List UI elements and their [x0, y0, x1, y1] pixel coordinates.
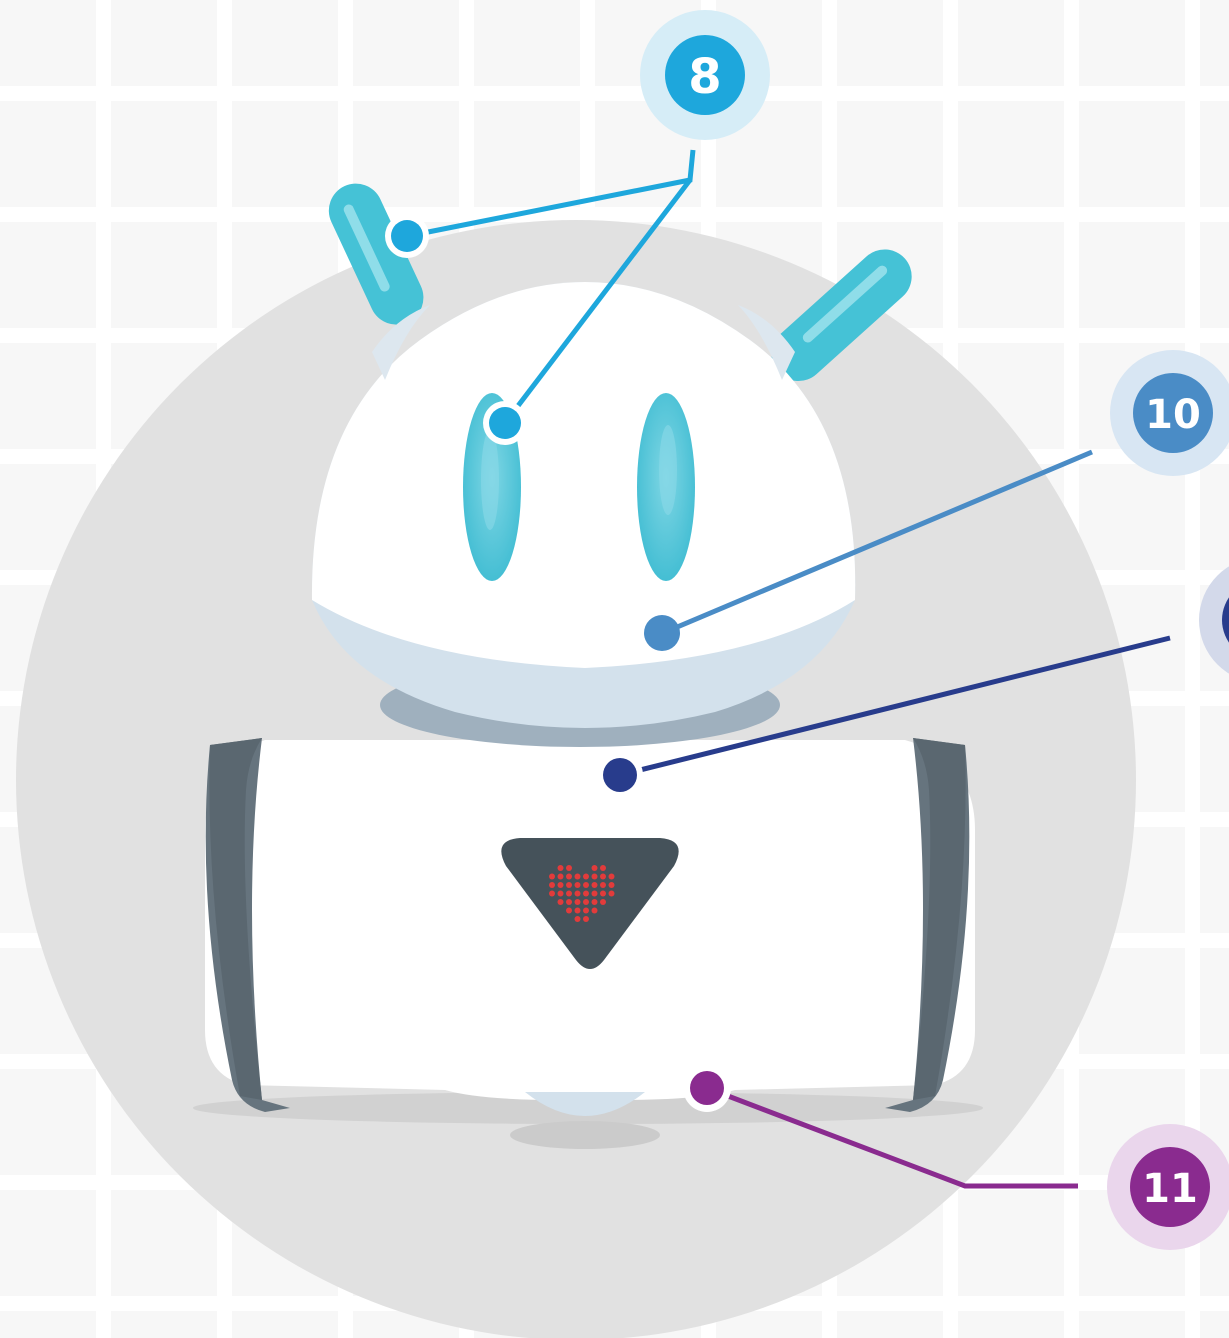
heart-led [600, 865, 606, 871]
heart-led [558, 865, 564, 871]
heart-led [558, 891, 564, 897]
heart-led [575, 899, 581, 905]
heart-led [583, 882, 589, 888]
heart-led [583, 891, 589, 897]
base-shadow [510, 1121, 660, 1149]
heart-led [609, 882, 615, 888]
callout-10-label: 10 [1145, 392, 1201, 438]
heart-led [575, 874, 581, 880]
heart-led [566, 908, 572, 914]
heart-led [575, 882, 581, 888]
heart-led [583, 916, 589, 922]
heart-led [558, 874, 564, 880]
heart-led [566, 891, 572, 897]
heart-led [609, 891, 615, 897]
heart-led [566, 899, 572, 905]
heart-led [592, 874, 598, 880]
callout-10-marker [644, 615, 680, 651]
heart-led [575, 916, 581, 922]
robot-head [312, 282, 855, 728]
heart-led [600, 891, 606, 897]
heart-led [549, 882, 555, 888]
heart-led [592, 865, 598, 871]
heart-led [583, 899, 589, 905]
heart-led [549, 874, 555, 880]
callout-11-label: 11 [1142, 1166, 1198, 1212]
heart-led [592, 882, 598, 888]
heart-led [566, 874, 572, 880]
heart-led [566, 882, 572, 888]
heart-led [583, 874, 589, 880]
callout-8-label: 8 [688, 49, 721, 105]
heart-led [592, 891, 598, 897]
heart-led [600, 899, 606, 905]
heart-led [583, 908, 589, 914]
heart-led [558, 899, 564, 905]
heart-led [575, 908, 581, 914]
heart-led [600, 882, 606, 888]
heart-led [592, 908, 598, 914]
heart-led [575, 891, 581, 897]
heart-led [566, 865, 572, 871]
heart-led [592, 899, 598, 905]
heart-led [549, 891, 555, 897]
heart-led [558, 882, 564, 888]
heart-led [600, 874, 606, 880]
heart-led [609, 874, 615, 880]
callout-11-marker [690, 1071, 724, 1105]
callout-9-marker [603, 758, 637, 792]
